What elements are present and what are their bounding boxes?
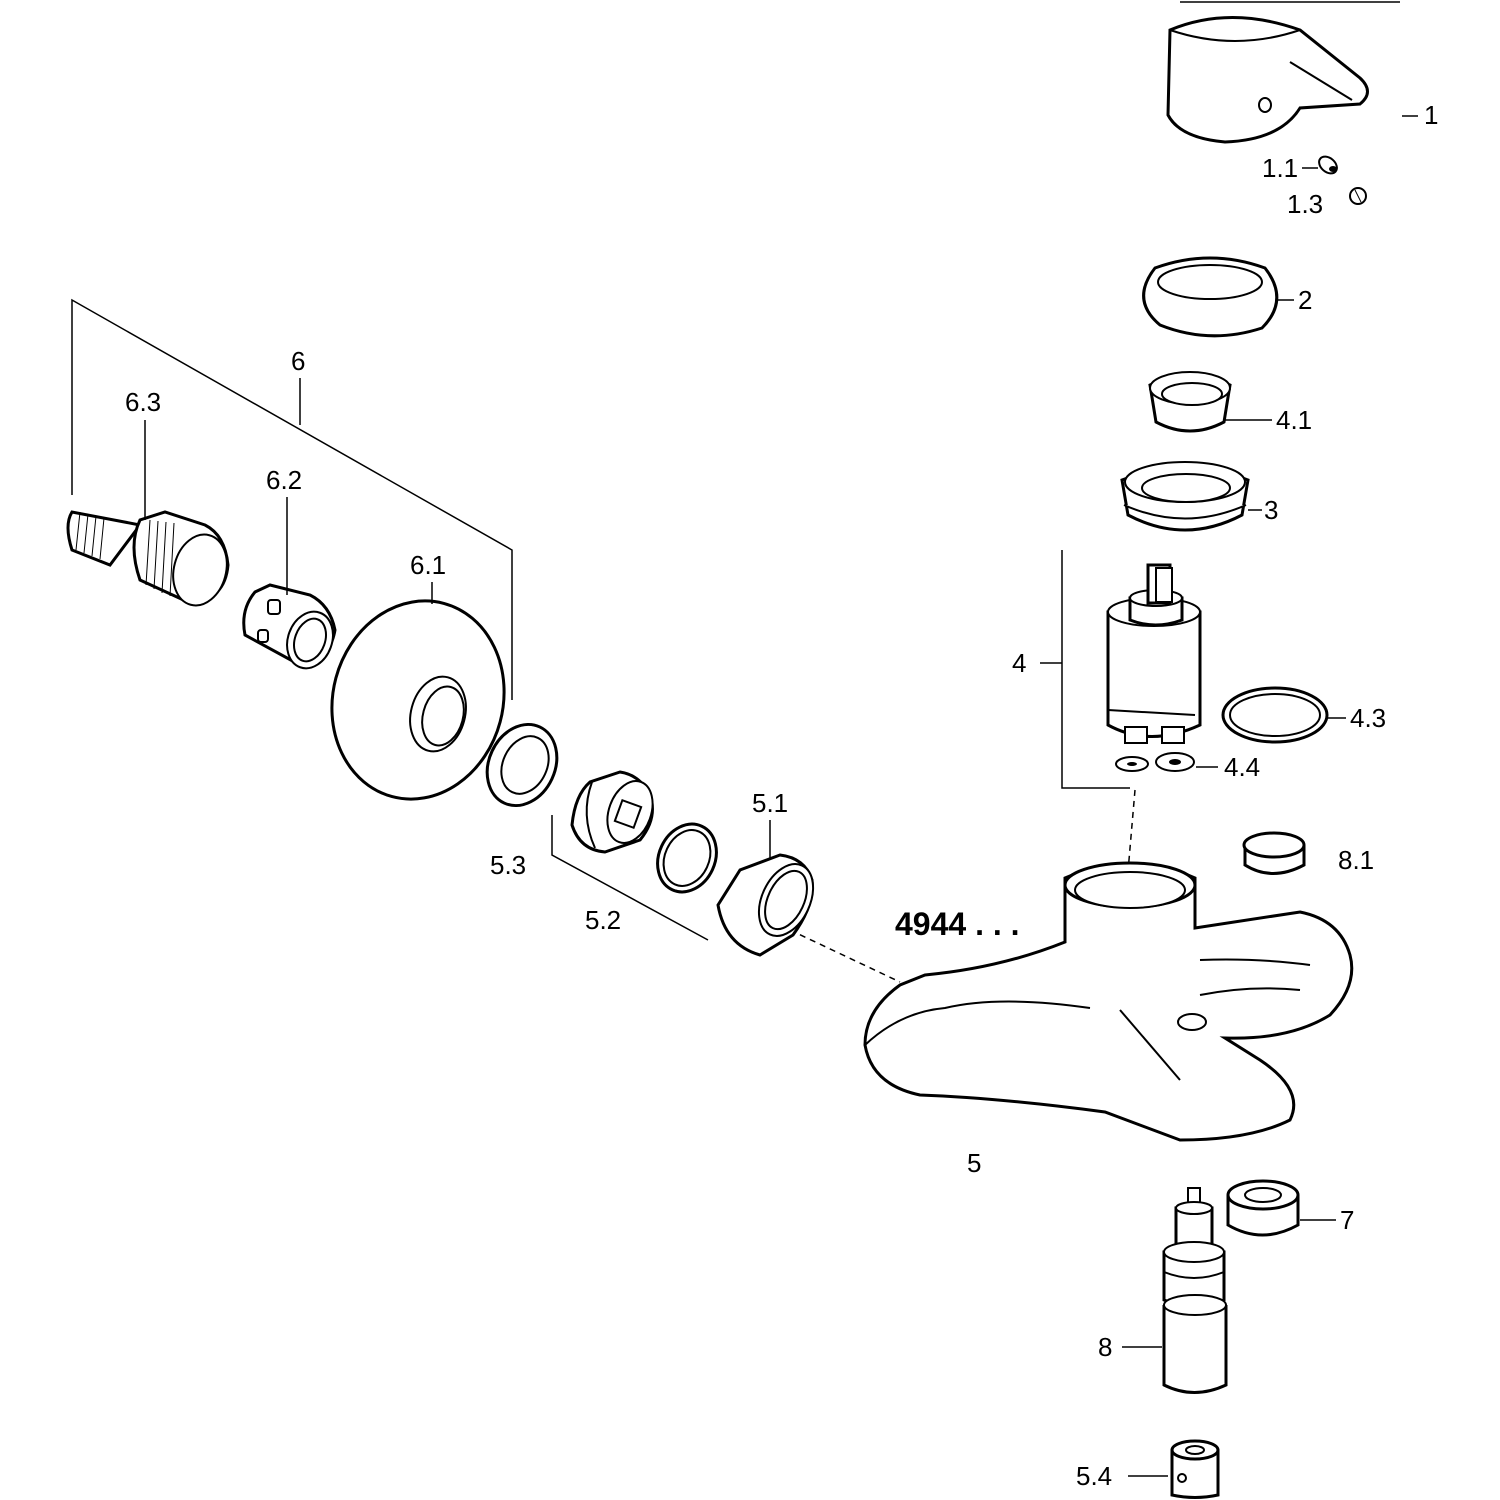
label-2: 2 [1298, 285, 1312, 315]
part-ring [485, 722, 559, 808]
part-4-cartridge [1106, 563, 1202, 744]
label-5-1: 5.1 [752, 788, 788, 818]
label-5-3: 5.3 [490, 850, 526, 880]
part-3-threaded-ring [1120, 461, 1250, 532]
label-6: 6 [291, 346, 305, 376]
label-7: 7 [1340, 1205, 1354, 1235]
part-5-4-insert [1170, 1439, 1220, 1499]
part-5-3-connector [570, 770, 654, 854]
label-4-4: 4.4 [1224, 752, 1260, 782]
label-4-1: 4.1 [1276, 405, 1312, 435]
bracket-6 [71, 298, 513, 700]
label-6-3: 6.3 [125, 387, 161, 417]
label-3: 3 [1264, 495, 1278, 525]
part-1-3-cap [1349, 187, 1367, 205]
part-2-cover-cap [1142, 256, 1279, 338]
bracket-4 [1061, 550, 1130, 789]
part-1-lever-handle [1166, 16, 1369, 144]
label-4-3: 4.3 [1350, 703, 1386, 733]
label-8-1: 8.1 [1338, 845, 1374, 875]
label-6-1: 6.1 [410, 550, 446, 580]
axis-outlet [789, 929, 901, 983]
part-4-4-seals [1115, 752, 1195, 772]
part-8-1-cap [1242, 831, 1306, 875]
part-o-ring-5-2 [656, 822, 718, 894]
label-6-2: 6.2 [266, 465, 302, 495]
label-5-2: 5.2 [585, 905, 621, 935]
part-6-2-sleeve [242, 583, 337, 670]
model-number: 4944 . . . [895, 906, 1020, 942]
label-1: 1 [1424, 100, 1438, 130]
label-5-4: 5.4 [1076, 1461, 1112, 1491]
part-1-1-screw [1318, 155, 1338, 175]
part-6-3-connector [66, 510, 230, 607]
part-6-1-rosette [330, 599, 506, 801]
part-7-nut [1226, 1179, 1300, 1237]
bracket-5-2 [551, 815, 709, 941]
part-4-1-ring-nut [1148, 371, 1232, 433]
label-5: 5 [967, 1148, 981, 1178]
label-8: 8 [1098, 1332, 1112, 1362]
label-1-3: 1.3 [1287, 189, 1323, 219]
part-8-diverter [1162, 1187, 1228, 1394]
label-1-1: 1.1 [1262, 153, 1298, 183]
label-4: 4 [1012, 648, 1026, 678]
part-5-mixer-body [863, 861, 1354, 1142]
part-5-1-nut [716, 853, 815, 957]
part-4-3-o-ring [1221, 686, 1329, 744]
